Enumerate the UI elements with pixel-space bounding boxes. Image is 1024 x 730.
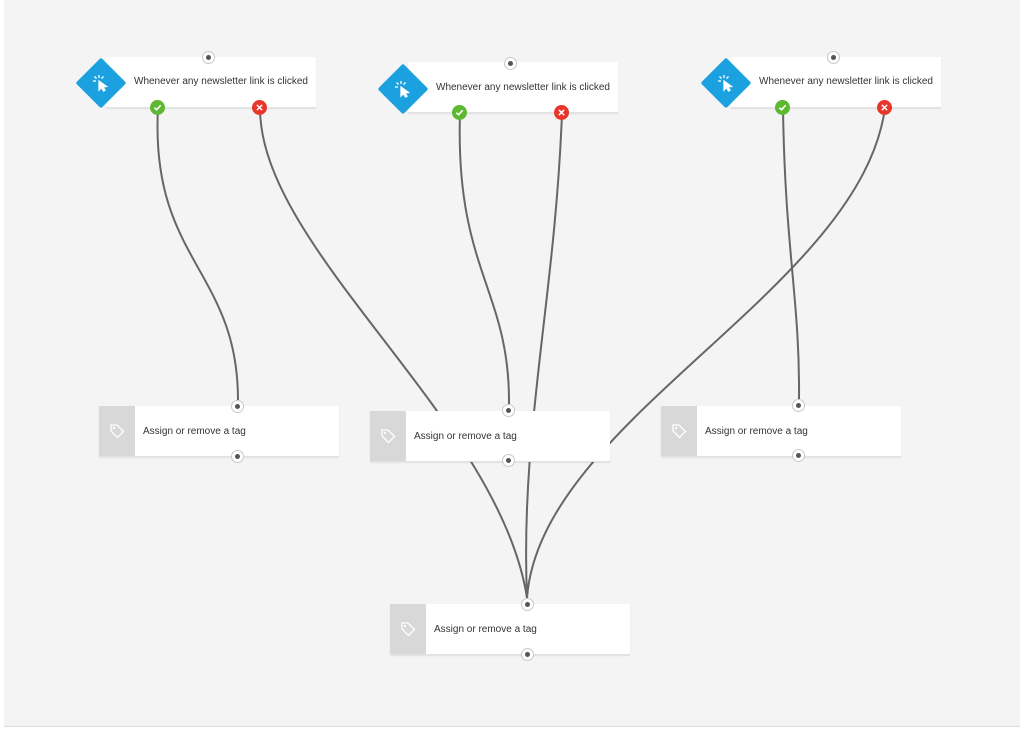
action-input-port[interactable]	[792, 399, 805, 412]
no-branch-port[interactable]	[252, 100, 267, 115]
action-icon-box	[370, 411, 406, 461]
close-icon	[558, 109, 565, 116]
no-branch-port[interactable]	[877, 100, 892, 115]
action-node-3[interactable]: Assign or remove a tag	[661, 406, 901, 457]
cursor-click-icon	[395, 81, 411, 98]
yes-branch-port[interactable]	[150, 100, 165, 115]
cursor-click-icon	[93, 75, 109, 92]
trigger-label: Whenever any newsletter link is clicked	[134, 76, 308, 87]
check-icon	[153, 104, 162, 111]
trigger-label: Whenever any newsletter link is clicked	[436, 82, 610, 93]
action-input-port[interactable]	[521, 598, 534, 611]
action-icon-box	[390, 604, 426, 654]
trigger-input-port[interactable]	[202, 51, 215, 64]
action-output-port[interactable]	[792, 449, 805, 462]
cursor-click-icon	[718, 75, 734, 92]
action-label: Assign or remove a tag	[705, 426, 808, 437]
tag-icon	[672, 424, 687, 439]
trigger-label: Whenever any newsletter link is clicked	[759, 76, 933, 87]
action-label: Assign or remove a tag	[414, 431, 517, 442]
tag-icon	[381, 429, 396, 444]
yes-branch-port[interactable]	[775, 100, 790, 115]
action-node-4[interactable]: Assign or remove a tag	[390, 604, 630, 655]
check-icon	[778, 104, 787, 111]
action-node-2[interactable]: Assign or remove a tag	[370, 411, 610, 462]
action-label: Assign or remove a tag	[143, 426, 246, 437]
yes-branch-port[interactable]	[452, 105, 467, 120]
action-output-port[interactable]	[521, 648, 534, 661]
action-output-port[interactable]	[502, 454, 515, 467]
tag-icon	[401, 622, 416, 637]
action-icon-box	[661, 406, 697, 456]
check-icon	[455, 109, 464, 116]
trigger-node-1[interactable]: Whenever any newsletter link is clicked	[106, 57, 316, 108]
close-icon	[256, 104, 263, 111]
no-branch-port[interactable]	[554, 105, 569, 120]
tag-icon	[110, 424, 125, 439]
action-input-port[interactable]	[231, 400, 244, 413]
action-icon-box	[99, 406, 135, 456]
action-label: Assign or remove a tag	[434, 624, 537, 635]
trigger-node-2[interactable]: Whenever any newsletter link is clicked	[408, 62, 618, 113]
action-output-port[interactable]	[231, 450, 244, 463]
action-input-port[interactable]	[502, 404, 515, 417]
trigger-input-port[interactable]	[504, 57, 517, 70]
close-icon	[881, 104, 888, 111]
action-node-1[interactable]: Assign or remove a tag	[99, 406, 339, 457]
trigger-node-3[interactable]: Whenever any newsletter link is clicked	[731, 57, 941, 108]
trigger-input-port[interactable]	[827, 51, 840, 64]
